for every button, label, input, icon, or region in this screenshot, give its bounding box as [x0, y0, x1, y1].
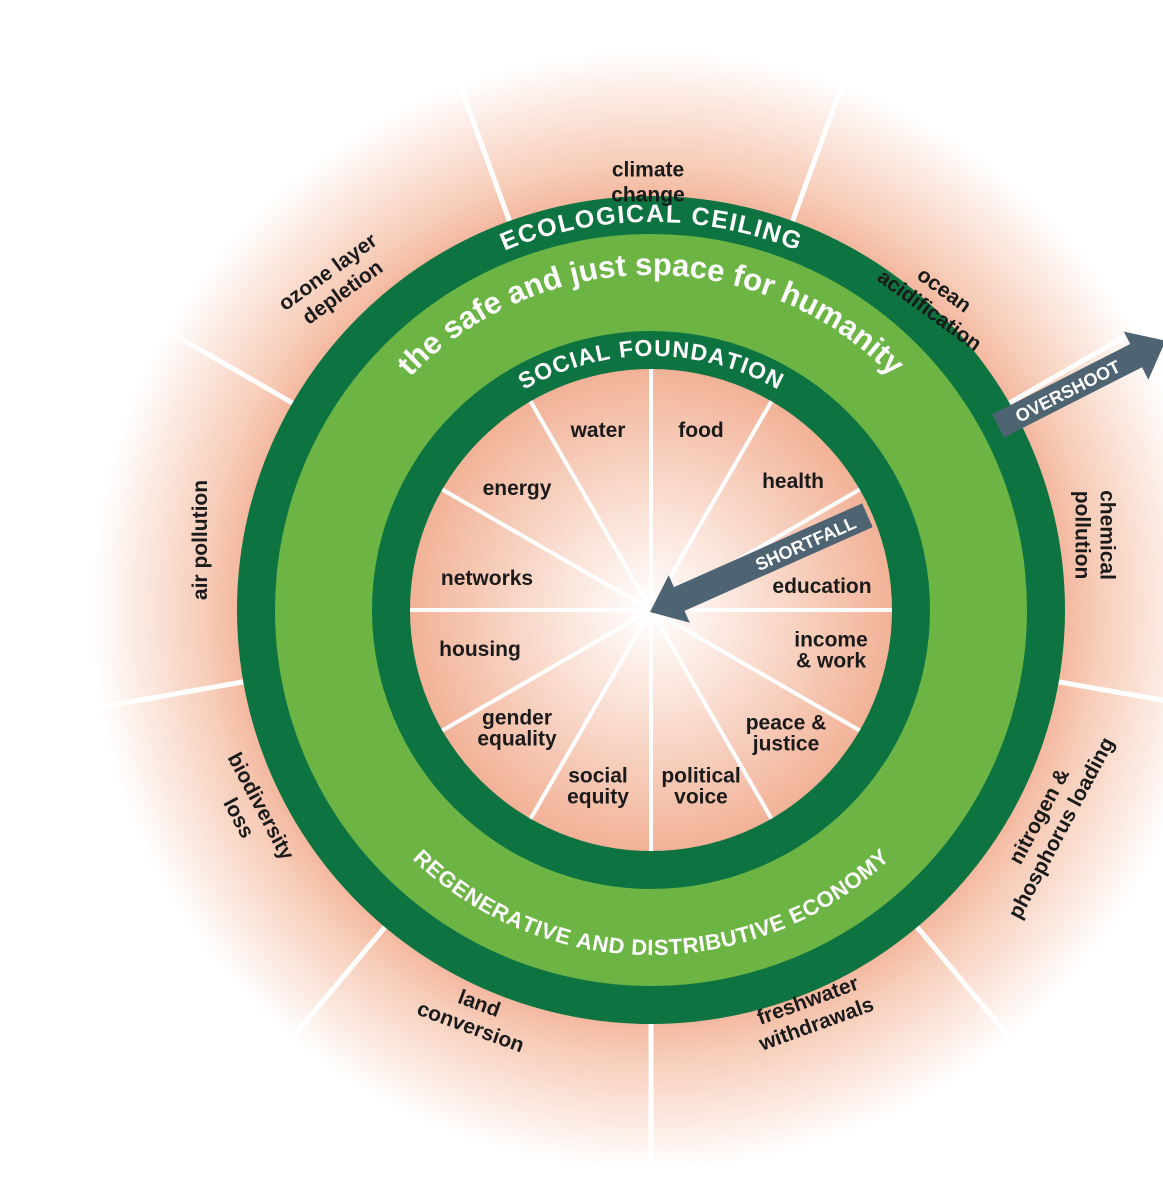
ring-char: I: [697, 931, 707, 957]
label-air-pollution: air pollution: [189, 480, 212, 600]
ecological-divider: [1044, 676, 1163, 703]
ring-char: C: [690, 202, 711, 232]
label-line: peace &: [746, 712, 827, 735]
social-labels: water food health education income& work peac…: [439, 419, 871, 809]
ecological-divider: [99, 676, 258, 710]
label-line: social: [568, 765, 628, 788]
ring-char: B: [703, 928, 723, 955]
ecological-dividers: [99, 82, 1163, 1170]
ring-char: L: [555, 208, 576, 239]
ring-char: p: [653, 247, 672, 282]
ring-char: E: [553, 922, 574, 950]
ring-char: R: [681, 932, 699, 958]
ring-char: A: [646, 200, 664, 228]
label-line: political: [661, 765, 740, 788]
ring-char: O: [634, 334, 653, 361]
label-line: gender: [482, 707, 552, 730]
ecological-divider: [289, 914, 396, 1041]
label-line: equality: [477, 728, 557, 751]
ring-char: N: [591, 930, 611, 957]
label-line: chemical: [1096, 490, 1119, 580]
ring-char: I: [616, 201, 625, 229]
ecological-divider: [457, 82, 517, 235]
label-education: education: [772, 575, 871, 598]
label-networks: networks: [441, 567, 533, 590]
ring-char: D: [689, 338, 709, 366]
social-divider: [649, 400, 774, 611]
social-dividers: [410, 369, 892, 851]
label-line: education: [772, 575, 871, 598]
label-chemical-pollution: chemicalpollution: [1071, 490, 1119, 580]
ring-char: A: [574, 927, 595, 955]
label-line: justice: [752, 733, 820, 756]
ring-char: F: [617, 335, 634, 363]
label-line: pollution: [1071, 491, 1094, 580]
social-divider: [528, 608, 653, 820]
ecological-divider: [906, 914, 1013, 1041]
ring-char: L: [735, 210, 756, 241]
label-line: health: [762, 470, 824, 493]
ring-char: N: [671, 336, 690, 363]
ring-char: C: [625, 200, 645, 229]
ring-char: s: [595, 249, 617, 286]
ecological-divider: [785, 82, 845, 235]
label-food: food: [678, 419, 723, 442]
label-line: housing: [439, 638, 521, 661]
ring-char: a: [671, 248, 691, 284]
ring-char: U: [654, 335, 671, 361]
ring-char: T: [668, 934, 683, 960]
ring-char: A: [706, 342, 728, 371]
ring-char: t: [614, 248, 628, 284]
label-line: air pollution: [189, 480, 212, 600]
social-divider: [528, 400, 653, 611]
label-line: equity: [567, 786, 629, 809]
ring-char: c: [688, 249, 709, 286]
social-divider: [441, 608, 652, 733]
ring-char: A: [574, 341, 597, 371]
label-health: health: [762, 470, 824, 493]
ecological-ceiling-label: ECOLOGICAL CEILING: [496, 200, 805, 257]
label-line: & work: [796, 650, 866, 673]
label-line: climate: [612, 159, 684, 182]
label-line: change: [611, 184, 685, 207]
label-line: income: [794, 629, 868, 652]
ring-char: D: [631, 934, 648, 960]
ring-char: L: [665, 200, 681, 229]
ring-char: S: [654, 935, 669, 960]
label-line: voice: [674, 786, 728, 809]
ring-char: E: [709, 205, 730, 235]
label-line: energy: [483, 477, 552, 500]
label-energy: energy: [483, 477, 552, 500]
label-line: water: [570, 419, 626, 442]
ring-char: L: [593, 338, 612, 366]
ring-char: s: [634, 247, 653, 283]
label-water: water: [570, 419, 626, 442]
social-divider: [649, 608, 861, 733]
label-line: food: [678, 419, 723, 442]
label-line: networks: [441, 567, 533, 590]
ring-char: U: [718, 925, 739, 953]
label-peace-justice: peace &justice: [746, 712, 827, 756]
social-divider: [649, 608, 774, 820]
ring-char: e: [705, 252, 728, 289]
ring-char: G: [594, 201, 617, 231]
social-divider: [441, 487, 652, 612]
ecological-divider: [164, 327, 306, 413]
ecological-divider: [996, 327, 1138, 413]
label-income-work: income& work: [794, 629, 868, 673]
label-housing: housing: [439, 638, 521, 661]
ring-char: D: [607, 932, 626, 959]
ring-char: I: [647, 935, 653, 960]
